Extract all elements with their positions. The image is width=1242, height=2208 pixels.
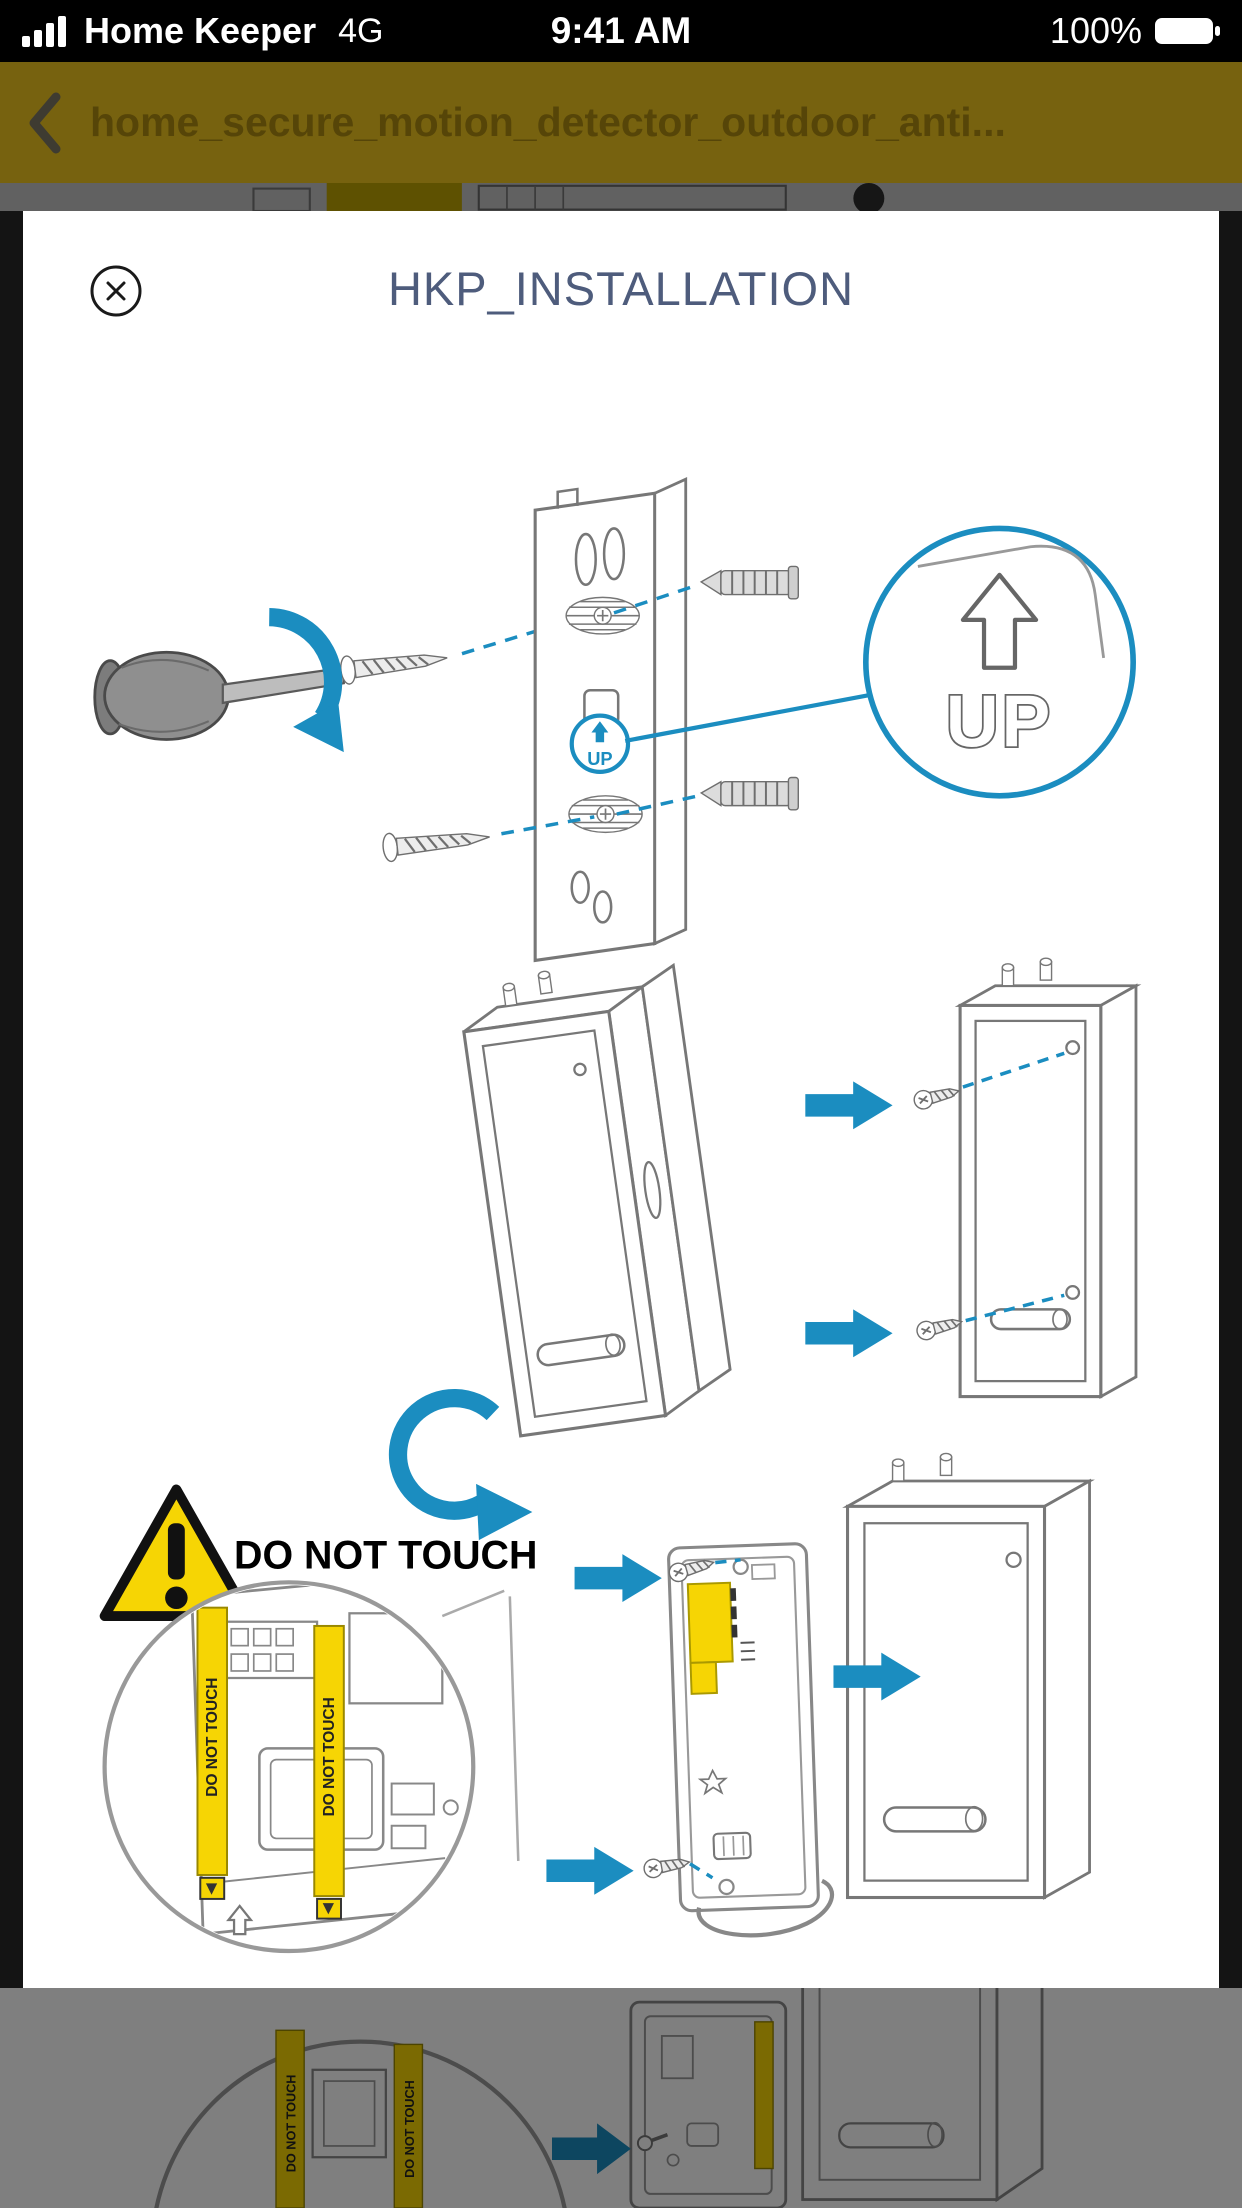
small-screw <box>914 1311 965 1343</box>
up-arrow-icon <box>591 721 609 743</box>
warning-triangle-icon <box>99 1484 254 1622</box>
up-detail-circle: UP <box>569 713 631 774</box>
battery-icon <box>1155 18 1220 44</box>
back-chevron-icon <box>29 92 61 153</box>
page-title: home_secure_motion_detector_outdoor_anti… <box>90 99 1006 145</box>
close-icon <box>90 265 142 317</box>
clock-label: 9:41 AM <box>550 10 692 51</box>
star-icon <box>697 1768 728 1796</box>
small-screw <box>911 1081 962 1112</box>
status-bar: Home Keeper 4G 9:41 AM 100% <box>0 0 1242 62</box>
svg-text:DO NOT TOUCH: DO NOT TOUCH <box>204 1678 221 1797</box>
battery-percent-label: 100% <box>1049 10 1142 51</box>
nav-header: home_secure_motion_detector_outdoor_anti… <box>0 62 1242 183</box>
rotation-arrow-icon <box>388 1388 533 1541</box>
cable <box>696 1878 834 1938</box>
wall-anchor <box>700 565 800 600</box>
bracket-box-left <box>462 962 732 1438</box>
bracket-box-bottom-right <box>842 1452 1095 1900</box>
background-content-top <box>0 183 1242 211</box>
screw <box>338 642 450 686</box>
carrier-label: Home Keeper <box>84 10 317 51</box>
do-not-touch-label: DO NOT TOUCH <box>234 1533 537 1577</box>
guide-line <box>962 1051 1065 1089</box>
guide-line <box>689 1862 714 1880</box>
keypad-back-panel <box>667 1542 834 1938</box>
zoom-connector-line <box>624 692 874 743</box>
bracket-box-right <box>954 957 1142 1399</box>
arrow-right-icon <box>574 1554 662 1603</box>
installation-diagram: UP UP <box>93 477 1142 1954</box>
svg-text:UP: UP <box>946 681 1053 763</box>
svg-text:DO NOT TOUCH: DO NOT TOUCH <box>321 1697 338 1816</box>
up-arrow-icon <box>960 572 1039 670</box>
guide-line <box>715 1558 741 1565</box>
step-mount-plate: UP UP <box>93 477 1136 963</box>
network-label: 4G <box>338 11 384 50</box>
arrow-right-icon <box>546 1846 634 1895</box>
guide-line <box>501 815 595 836</box>
modal-title: HKP_INSTALLATION <box>387 262 855 315</box>
image-viewer-modal: HKP_INSTALLATION <box>23 211 1219 1988</box>
guide-line <box>965 1293 1065 1323</box>
zoom-circle-do-not-touch: DO NOT TOUCH DO NOT TOUCH <box>102 1580 520 1954</box>
arrow-right-icon <box>805 1081 893 1130</box>
step-fix-keypad: DO NOT TOUCH <box>99 1452 1095 1954</box>
step-attach-bracket <box>388 957 1142 1541</box>
guide-line <box>616 794 699 816</box>
back-button[interactable] <box>0 62 90 183</box>
up-zoom-circle: UP <box>863 525 1136 799</box>
svg-text:UP: UP <box>587 748 612 769</box>
screwdriver <box>93 650 345 741</box>
signal-icon <box>22 16 66 47</box>
rotation-arrow-icon <box>268 607 344 753</box>
guide-line <box>613 583 699 615</box>
background-content-bottom: DO NOT TOUCH DO NOT TOUCH <box>0 1988 1242 2208</box>
close-button[interactable] <box>83 258 149 324</box>
wall-anchor <box>700 776 800 811</box>
screw <box>380 821 493 864</box>
arrow-right-icon <box>805 1309 893 1358</box>
